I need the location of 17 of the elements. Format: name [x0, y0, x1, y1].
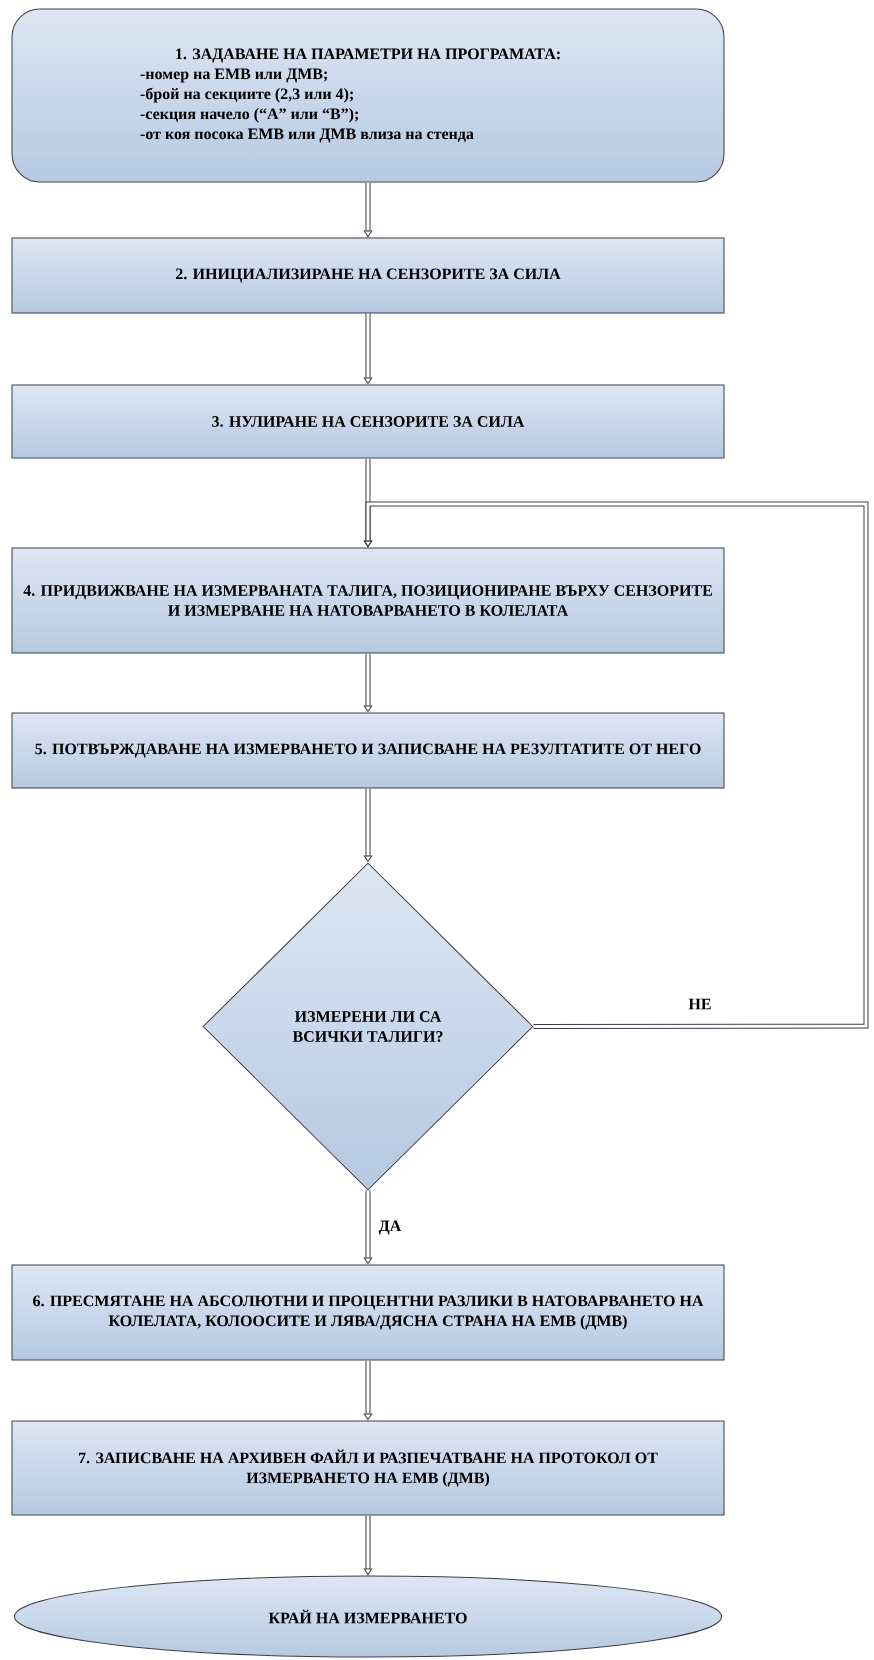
arrow: [363, 501, 869, 1029]
arrow: [363, 313, 373, 385]
edge-label: НЕ: [688, 998, 711, 1010]
arrow: [363, 653, 373, 713]
arrow: [363, 182, 373, 238]
arrow: [363, 788, 373, 863]
arrow: [363, 1515, 373, 1576]
process-box: 2. ИНИЦИАЛИЗИРАНЕ НА СЕНЗОРИТЕ ЗА СИЛА: [11, 237, 725, 314]
process-box: 7. ЗАПИСВАНЕ НА АРХИВЕН ФАЙЛ И РАЗПЕЧАТВАНЕ НА ПРОТОКОЛ ОТ ИЗМЕРВАНЕТО НА ЕМВ (ДМВ): [11, 1420, 725, 1516]
process-box: 4. ПРИДВИЖВАНЕ НА ИЗМЕРВАНАТА ТАЛИГА, ПОЗИЦИОНИРАНЕ ВЪРХУ СЕНЗОРИТЕ И ИЗМЕРВАНЕ НА НАТОВАРВАНЕТО В КОЛЕЛАТА: [11, 547, 725, 654]
arrow: [363, 1360, 373, 1421]
process-box: 3. НУЛИРАНЕ НА СЕНЗОРИТЕ ЗА СИЛА: [11, 384, 725, 459]
edge-label: ДА: [378, 1220, 402, 1235]
arrow: [363, 1190, 373, 1265]
process-box: 6. ПРЕСМЯТАНЕ НА АБСОЛЮТНИ И ПРОЦЕНТНИ РАЗЛИКИ В НАТОВАРВАНЕТО НА КОЛЕЛАТА, КОЛООСИТЕ И ЛЯВА/ДЯСНА СТРАНА НА ЕМВ (ДМВ): [11, 1264, 725, 1361]
start-box: 1. ЗАДАВАНЕ НА ПАРАМЕТРИ НА ПРОГРАМАТА: -номер на ЕМВ или ДМВ; -брой на секциите (2,3 или 4); -секция начело (“А” или “В”); -от коя посока ЕМВ или ДМВ влиза на стенда: [11, 8, 725, 183]
process-box: 5. ПОТВЪРЖДАВАНЕ НА ИЗМЕРВАНЕТО И ЗАПИСВАНЕ НА РЕЗУЛТАТИТЕ ОТ НЕГО: [11, 712, 725, 789]
